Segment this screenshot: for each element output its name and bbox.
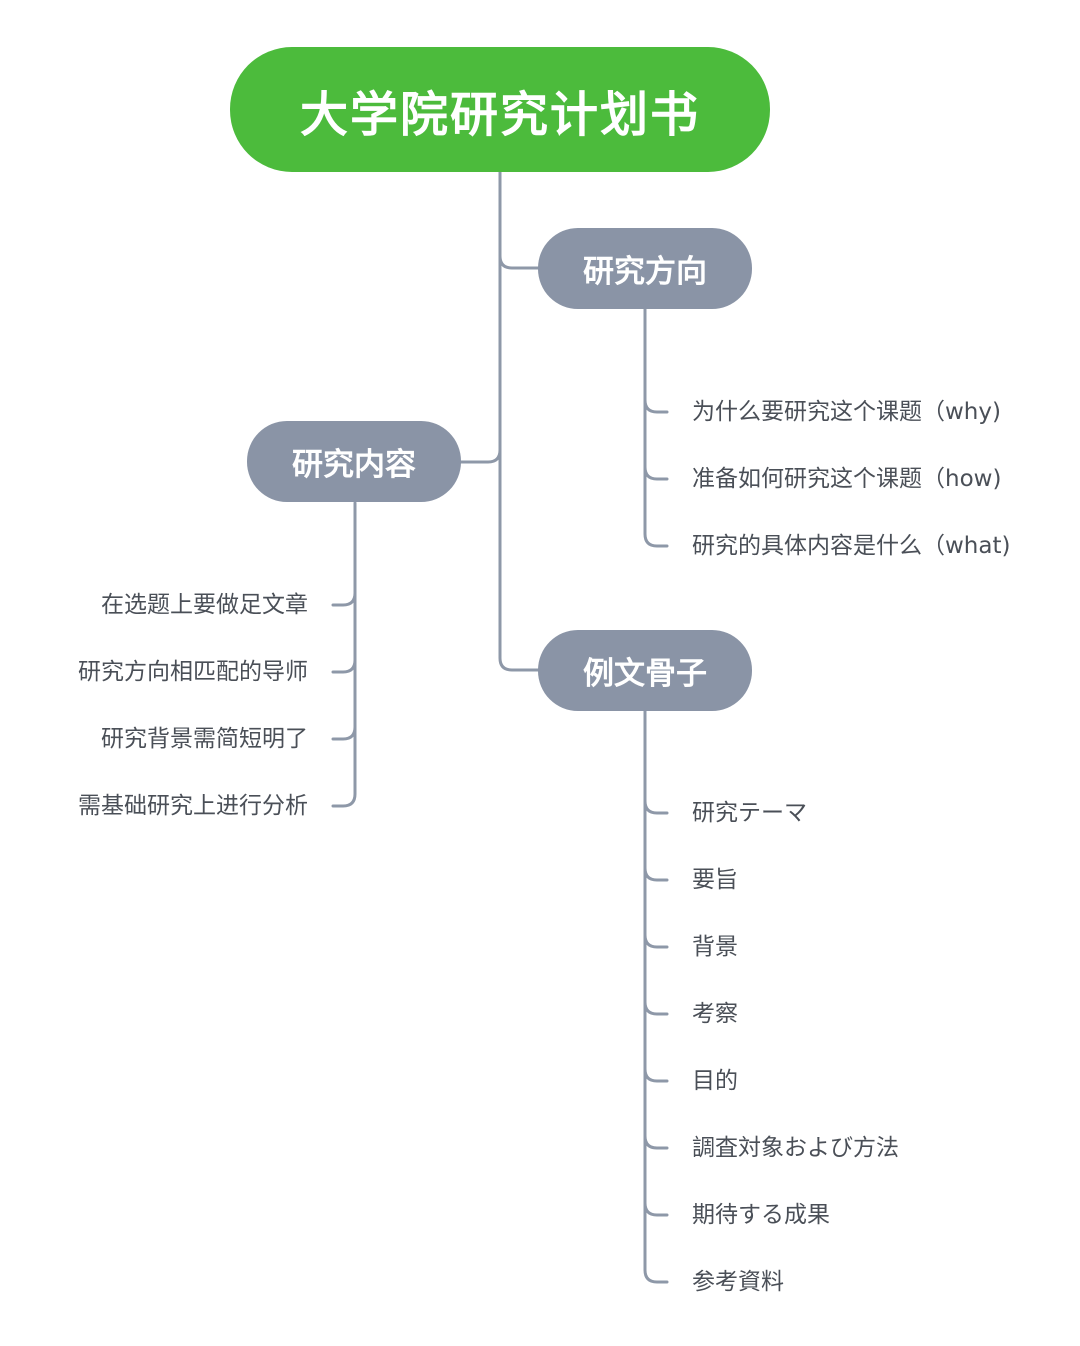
root-node[interactable]: 大学院研究计划书 <box>230 47 770 172</box>
leaf-direction-how[interactable]: 准备如何研究这个课题（how) <box>692 466 1002 492</box>
node-label: 研究方向 <box>583 254 707 290</box>
node-label: 例文骨子 <box>583 656 707 692</box>
connector-root-example <box>498 448 542 672</box>
leaf-example-3[interactable]: 背景 <box>692 934 738 960</box>
leaf-content-2[interactable]: 研究方向相匹配的导师 <box>78 659 308 685</box>
connector-root-content <box>458 248 502 464</box>
node-label: 研究内容 <box>292 447 416 483</box>
connector-example-children <box>643 709 669 1284</box>
leaf-direction-what[interactable]: 研究的具体内容是什么（what) <box>692 533 1011 559</box>
leaf-example-8[interactable]: 参考資料 <box>692 1269 784 1295</box>
leaf-content-1[interactable]: 在选题上要做足文章 <box>101 592 308 618</box>
node-example-outline[interactable]: 例文骨子 <box>538 630 752 711</box>
connector-direction-children <box>643 307 669 548</box>
connector-content-children <box>331 501 357 808</box>
leaf-content-4[interactable]: 需基础研究上进行分析 <box>78 793 308 819</box>
node-research-direction[interactable]: 研究方向 <box>538 228 752 309</box>
leaf-example-4[interactable]: 考察 <box>692 1001 738 1027</box>
node-research-content[interactable]: 研究内容 <box>247 421 461 502</box>
leaf-example-6[interactable]: 調査対象および方法 <box>692 1135 899 1161</box>
leaf-example-7[interactable]: 期待する成果 <box>692 1202 830 1228</box>
root-label: 大学院研究计划书 <box>299 86 700 143</box>
leaf-content-3[interactable]: 研究背景需简短明了 <box>101 726 308 752</box>
leaf-example-5[interactable]: 目的 <box>692 1068 738 1094</box>
leaf-example-2[interactable]: 要旨 <box>692 867 738 893</box>
connector-root-direction <box>498 170 542 270</box>
leaf-direction-why[interactable]: 为什么要研究这个课题（why) <box>692 399 1001 425</box>
leaf-example-1[interactable]: 研究テーマ <box>692 800 807 826</box>
